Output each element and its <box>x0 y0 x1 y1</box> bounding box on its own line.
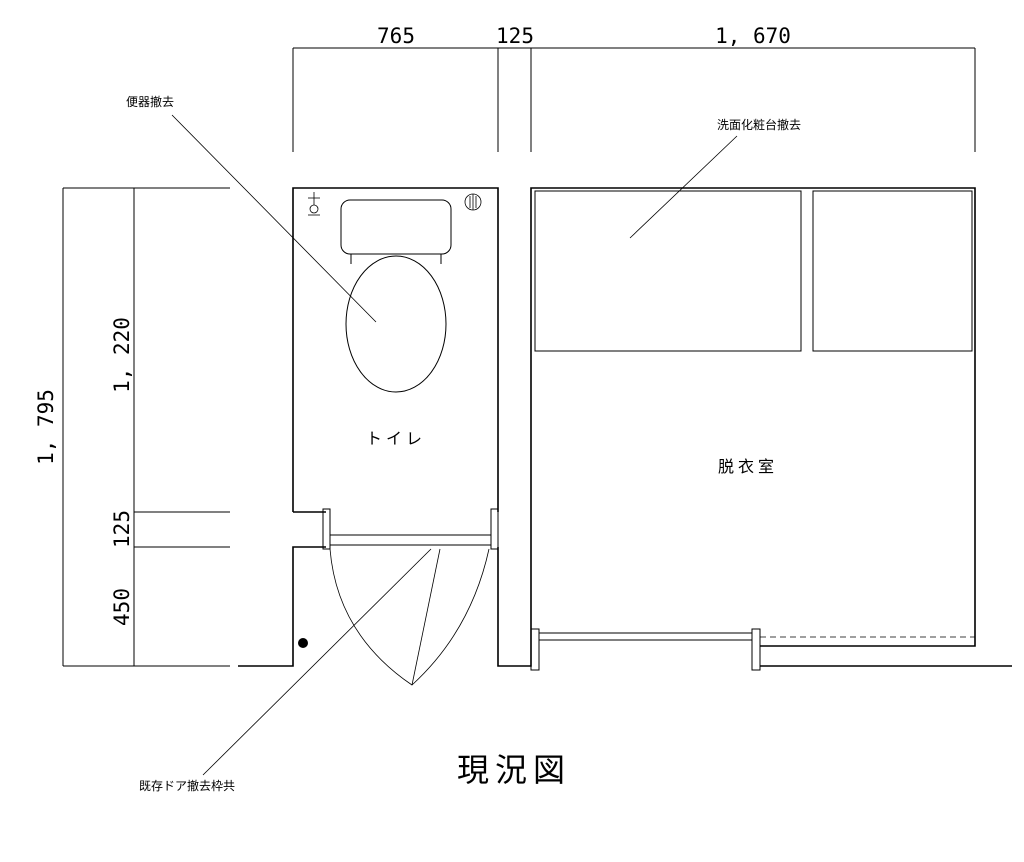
toilet-room-walls <box>238 187 1012 667</box>
left-dimension-lines <box>62 187 230 667</box>
note-toilet-removal: 便器撤去 <box>126 94 174 109</box>
dimension-left-middle: 125 <box>110 510 134 548</box>
doorstop-icon <box>298 638 308 648</box>
dressing-room-door <box>530 628 975 671</box>
dimension-left-lower: 450 <box>110 588 134 626</box>
dimension-left-upper: 1, 220 <box>110 317 134 393</box>
toilet-tank <box>340 199 452 255</box>
dimension-left-total: 1, 795 <box>34 389 58 465</box>
note-door-removal: 既存ドア撤去枠共 <box>139 778 235 793</box>
dimension-top-dressing: 1, 670 <box>715 24 791 48</box>
leader-lines <box>171 114 738 776</box>
room-label-dressing: 脱衣室 <box>718 457 778 476</box>
door-frame-left <box>322 508 331 550</box>
door-swing-arc <box>329 548 490 686</box>
vanity-units <box>534 190 973 352</box>
dressing-door-frame-left <box>530 628 540 671</box>
door-frame-right <box>490 508 499 550</box>
paper-holder-icon <box>464 193 482 211</box>
dimension-top-wall: 125 <box>496 24 534 48</box>
top-dimension-lines <box>292 47 976 152</box>
dressing-door-frame-right <box>751 628 761 671</box>
vanity-side-unit <box>812 190 973 352</box>
toilet-fixture <box>308 192 482 393</box>
water-valve-icon <box>308 192 320 216</box>
room-label-toilet: トイレ <box>366 429 426 448</box>
door-leaf <box>329 534 492 546</box>
toilet-bowl <box>345 255 447 393</box>
note-vanity-removal: 洗面化粧台撤去 <box>717 117 801 132</box>
toilet-door <box>298 508 499 686</box>
drawing-title: 現況図 <box>457 751 571 789</box>
dressing-door-leaf <box>538 632 753 641</box>
vanity-counter <box>534 190 802 352</box>
dimension-top-toilet: 765 <box>377 24 415 48</box>
